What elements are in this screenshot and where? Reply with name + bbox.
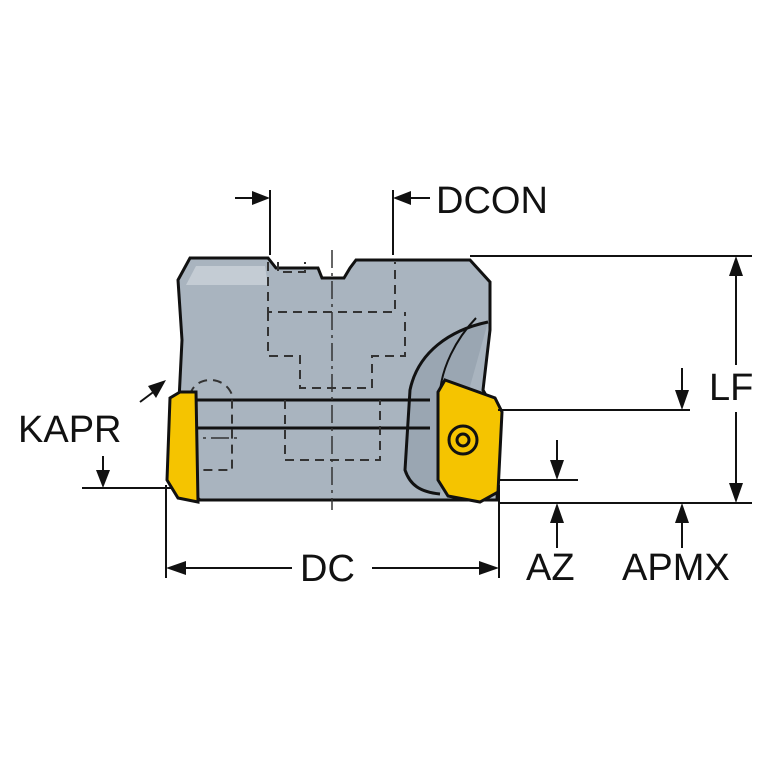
az-dimension: AZ xyxy=(500,440,578,589)
az-label: AZ xyxy=(526,547,575,589)
insert-left xyxy=(165,390,200,504)
hidden-counterbore xyxy=(189,379,233,471)
apmx-dimension: APMX xyxy=(498,368,730,589)
hidden-bore-upper xyxy=(267,312,406,389)
insert-screw-inner xyxy=(455,432,471,448)
kapr-label: KAPR xyxy=(18,409,121,451)
body-highlight xyxy=(186,266,268,285)
dc-label: DC xyxy=(300,548,355,590)
lf-dimension: LF xyxy=(470,255,753,504)
kapr-dimension: KAPR xyxy=(18,380,172,489)
dcon-label: DCON xyxy=(436,180,548,222)
dcon-dimension: DCON xyxy=(235,180,548,255)
hidden-key-top xyxy=(277,262,306,273)
insert-screw-outer xyxy=(447,424,479,456)
apmx-label: APMX xyxy=(622,547,730,589)
dc-dimension: DC xyxy=(165,485,500,590)
lf-label: LF xyxy=(709,367,753,409)
